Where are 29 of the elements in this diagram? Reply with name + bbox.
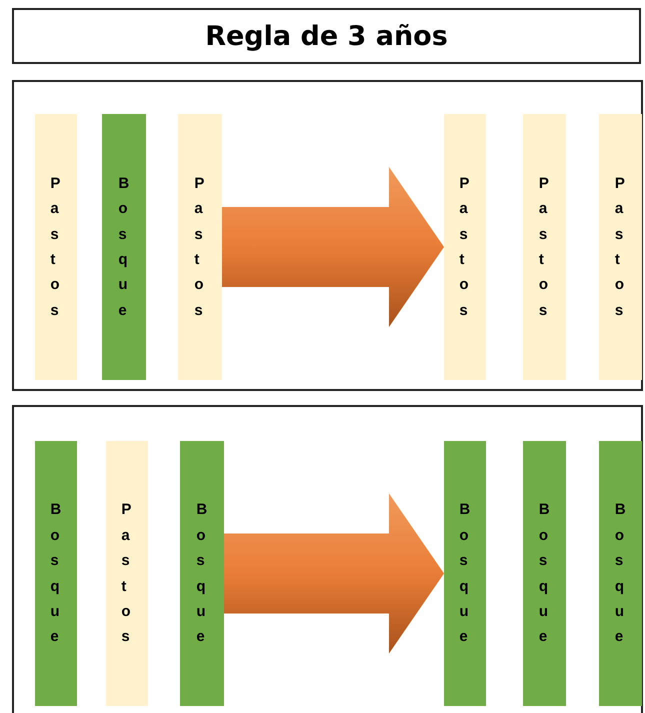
strip-label: Bosque <box>614 500 630 648</box>
strip-label: Bosque <box>117 174 134 321</box>
strip-label: Pastos <box>49 174 66 321</box>
strip-label: Bosque <box>195 500 212 648</box>
land-strip <box>102 114 146 380</box>
land-strip <box>599 114 642 380</box>
strip-label: Bosque <box>458 500 474 648</box>
panel-box <box>12 405 643 713</box>
land-strip <box>599 441 642 706</box>
land-strip <box>180 441 224 706</box>
land-strip <box>35 114 77 380</box>
block-arrow <box>222 167 444 327</box>
strip-label: Pastos <box>193 174 210 321</box>
strip-label: Pastos <box>614 174 630 321</box>
title: Regla de 3 años <box>12 8 641 64</box>
land-strip <box>35 441 77 706</box>
land-strip <box>444 114 486 380</box>
strip-label: Bosque <box>49 500 66 648</box>
panel-box <box>12 80 643 391</box>
land-strip <box>444 441 486 706</box>
land-strip <box>178 114 222 380</box>
strip-label: Pastos <box>458 174 474 321</box>
strip-label: Pastos <box>538 174 554 321</box>
strip-label: Pastos <box>120 500 136 648</box>
land-strip <box>106 441 148 706</box>
strip-label: Bosque <box>538 500 554 648</box>
land-strip <box>523 441 566 706</box>
block-arrow <box>224 494 444 654</box>
land-strip <box>523 114 566 380</box>
